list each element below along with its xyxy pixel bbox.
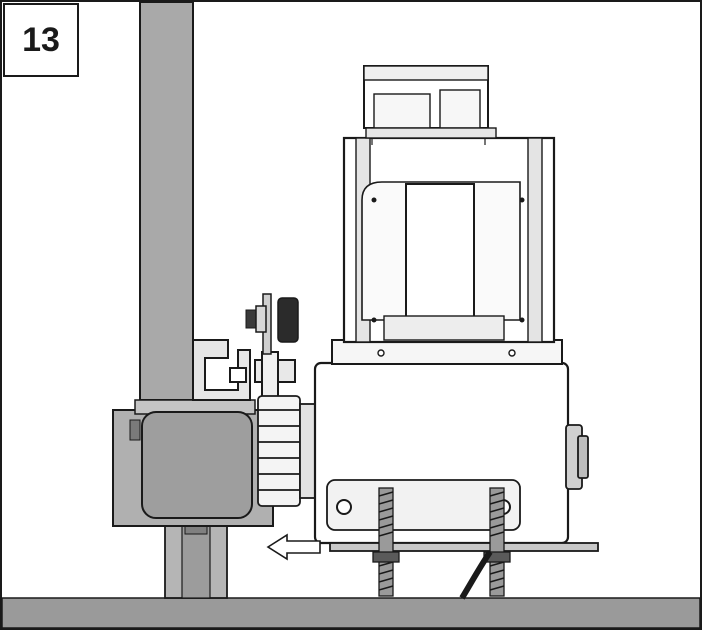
- step-number-label: 13: [3, 3, 79, 77]
- adjustment-knob: [245, 293, 299, 355]
- gate-bottom-housing: [112, 399, 274, 527]
- power-cable: [459, 550, 493, 600]
- floor-surface: [1, 597, 701, 629]
- pinion-gear: [257, 395, 317, 507]
- foundation-plate: [329, 542, 599, 552]
- threaded-anchor-rods: [372, 487, 511, 597]
- motor-base-body: [313, 361, 570, 545]
- arrow-left-icon: [266, 533, 321, 561]
- gate-post: [139, 1, 194, 401]
- motor-upper-housing: [331, 136, 563, 365]
- control-unit-cover: [363, 65, 497, 145]
- gate-guide-rail: [164, 519, 228, 599]
- motor-side-connector: [565, 424, 589, 490]
